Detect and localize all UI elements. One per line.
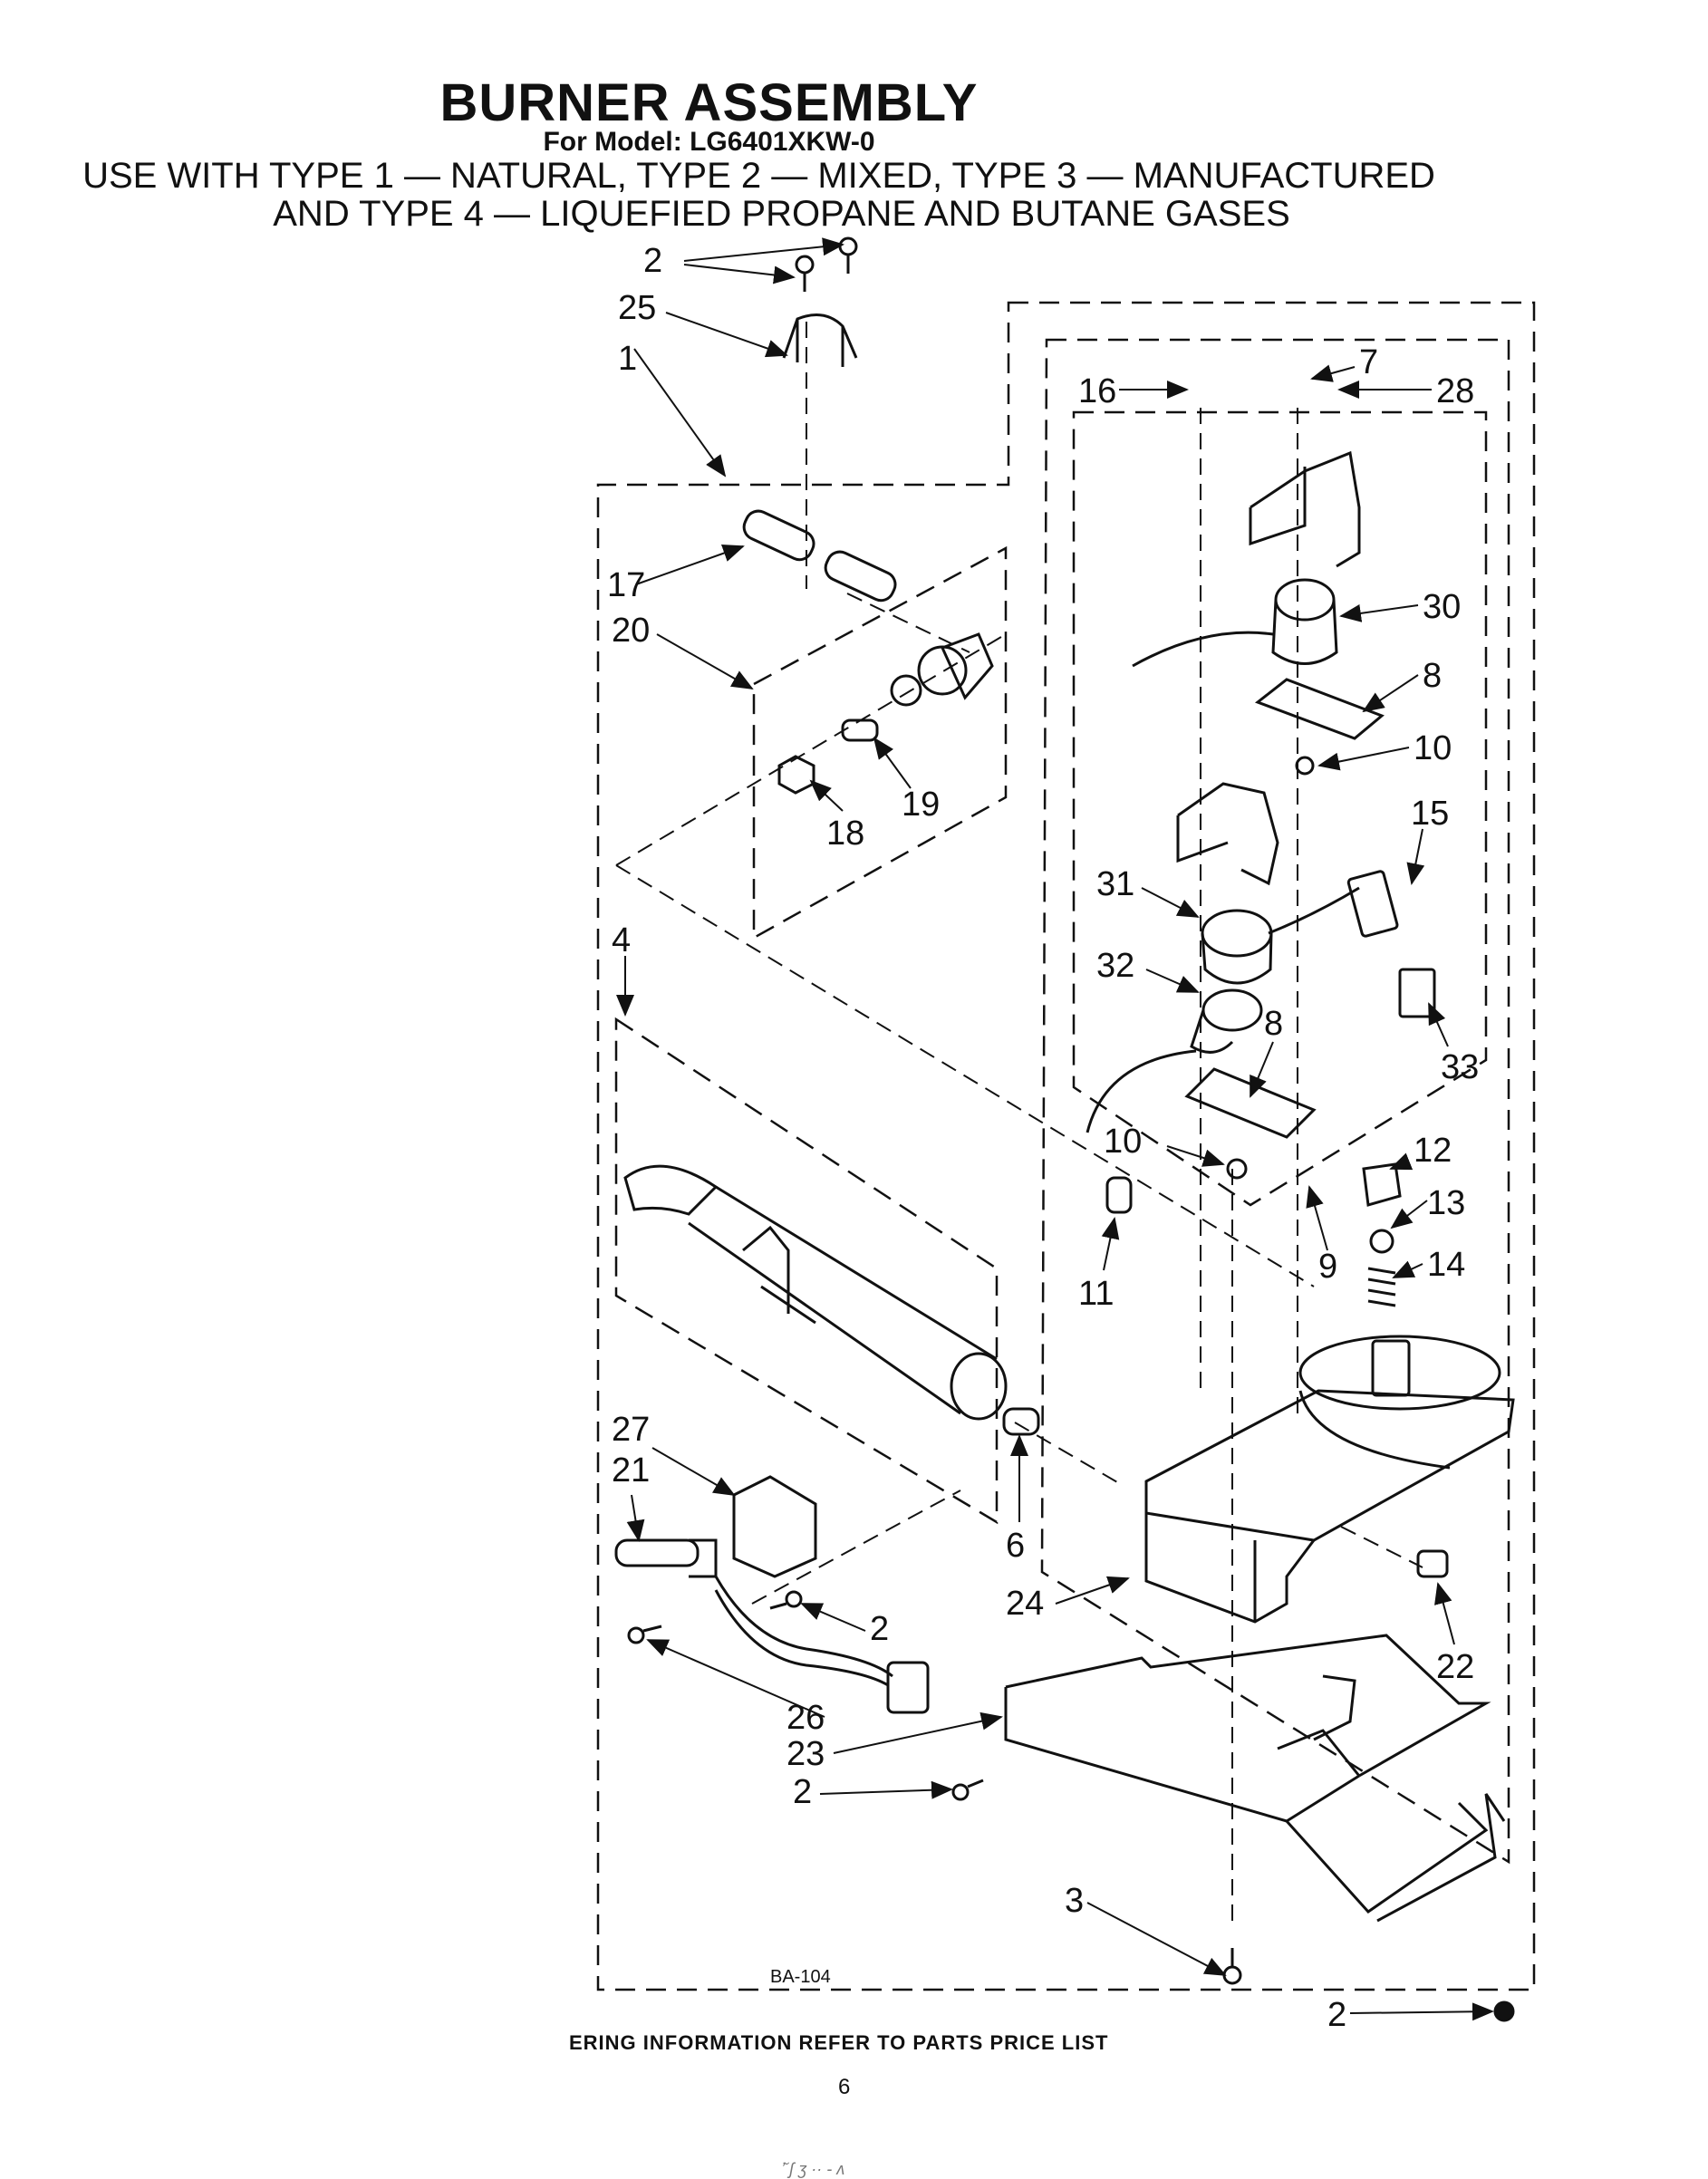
- coil-bracket-lower: [1176, 782, 1279, 886]
- ignitor: [614, 1538, 930, 1714]
- callout-label: 10: [1104, 1123, 1142, 1161]
- callout-label: 24: [1006, 1585, 1044, 1623]
- elbow-fitting: [890, 632, 994, 707]
- callout-label: 4: [612, 921, 631, 959]
- callout-label: 21: [612, 1451, 650, 1490]
- orifice-fitting: [841, 718, 879, 742]
- callout-label: 2: [870, 1610, 889, 1648]
- valve-group-outline: [1040, 338, 1510, 1865]
- callout-label: 20: [612, 612, 650, 650]
- spring: [1367, 1267, 1396, 1307]
- figure-code: BA-104: [770, 1967, 831, 1987]
- callout-label: 2: [643, 242, 662, 280]
- callout-label: 1: [618, 340, 637, 378]
- callout-label: 7: [1359, 343, 1378, 381]
- valve-cap: [1362, 1162, 1402, 1207]
- callout-label: 12: [1414, 1132, 1452, 1170]
- callout-label: 6: [1006, 1527, 1025, 1565]
- tube-clamp: [782, 313, 858, 367]
- mounting-plate-upper: [1254, 678, 1385, 740]
- washer-lower: [1226, 1158, 1248, 1180]
- callout-label: 30: [1423, 588, 1461, 626]
- callout-label: 2: [793, 1773, 812, 1811]
- callout-label: 2: [1327, 1996, 1346, 2034]
- callout-label: 8: [1423, 657, 1442, 695]
- screw-ignitor-lower: [627, 1625, 662, 1644]
- screw-ignitor: [769, 1590, 803, 1610]
- callout-label: 25: [618, 289, 656, 327]
- gas-valve-body: [1144, 1335, 1515, 1624]
- callout-label: 15: [1411, 795, 1449, 833]
- solenoid-coil-upper: [1132, 578, 1338, 668]
- wire-connector: [1346, 870, 1399, 938]
- callout-label: 13: [1427, 1184, 1465, 1222]
- valve-fitting: [1416, 1549, 1449, 1578]
- terminal-block: [1398, 968, 1436, 1018]
- screw-top-right: [838, 236, 858, 274]
- page-number: 6: [838, 2075, 851, 2099]
- burner-group-outline: [614, 1017, 999, 1525]
- callout-label: 17: [607, 566, 645, 604]
- callout-label: 10: [1414, 729, 1452, 767]
- screw-bottom-right: [1493, 2001, 1515, 2022]
- orifice-nipple: [1002, 1407, 1040, 1436]
- mounting-plate-lower: [1184, 1067, 1317, 1139]
- callout-label: 26: [786, 1699, 825, 1737]
- callout-label: 8: [1264, 1005, 1283, 1043]
- sensor-coil: [1086, 988, 1263, 1133]
- callout-label: 16: [1078, 372, 1116, 410]
- callout-label: 11: [1078, 1275, 1114, 1313]
- callout-label: 3: [1065, 1882, 1084, 1920]
- ordering-note: ERING INFORMATION REFER TO PARTS PRICE L…: [569, 2031, 1109, 2054]
- callout-label: 23: [786, 1735, 825, 1773]
- callout-label: 22: [1436, 1648, 1474, 1686]
- usage-line-2: AND TYPE 4 — LIQUEFIED PROPANE AND BUTAN…: [273, 194, 1290, 234]
- solenoid-coil-lower: [1201, 886, 1360, 985]
- hex-nut: [777, 755, 815, 795]
- usage-line-1: USE WITH TYPE 1 — NATURAL, TYPE 2 — MIXE…: [82, 156, 1435, 196]
- callout-label: 18: [826, 815, 864, 853]
- callout-label: 32: [1096, 947, 1134, 985]
- model-line: For Model: LG6401XKW-0: [543, 127, 875, 157]
- callout-label: 27: [612, 1411, 650, 1449]
- burner-tube: [623, 1164, 1008, 1421]
- scan-mark: ʼ̆ ʃ ʒ ·· ‐ ʌ: [781, 2160, 845, 2178]
- callout-label: 33: [1441, 1048, 1479, 1086]
- burner-bracket: [1004, 1634, 1506, 1923]
- callout-label: 14: [1427, 1246, 1465, 1284]
- plunger: [1369, 1229, 1394, 1254]
- burner-assembly-outline: [596, 301, 1536, 1991]
- coil-bracket-top: [1249, 450, 1361, 568]
- fitting-group-outline: [752, 545, 1008, 940]
- washer-upper: [1295, 756, 1315, 776]
- callout-label: 9: [1318, 1248, 1337, 1286]
- coil-group-outline: [1072, 410, 1488, 1207]
- callout-label: 31: [1096, 865, 1134, 903]
- page-title: BURNER ASSEMBLY: [439, 73, 979, 132]
- screw-top-left: [795, 255, 815, 292]
- ignitor-bracket: [732, 1475, 817, 1578]
- screw-bottom-center: [1222, 1948, 1242, 1985]
- callout-label: 28: [1436, 372, 1474, 410]
- screw-bracket: [951, 1779, 984, 1801]
- wire-plug: [1105, 1176, 1133, 1214]
- callout-label: 19: [902, 786, 940, 824]
- tube-pieces: [742, 509, 897, 603]
